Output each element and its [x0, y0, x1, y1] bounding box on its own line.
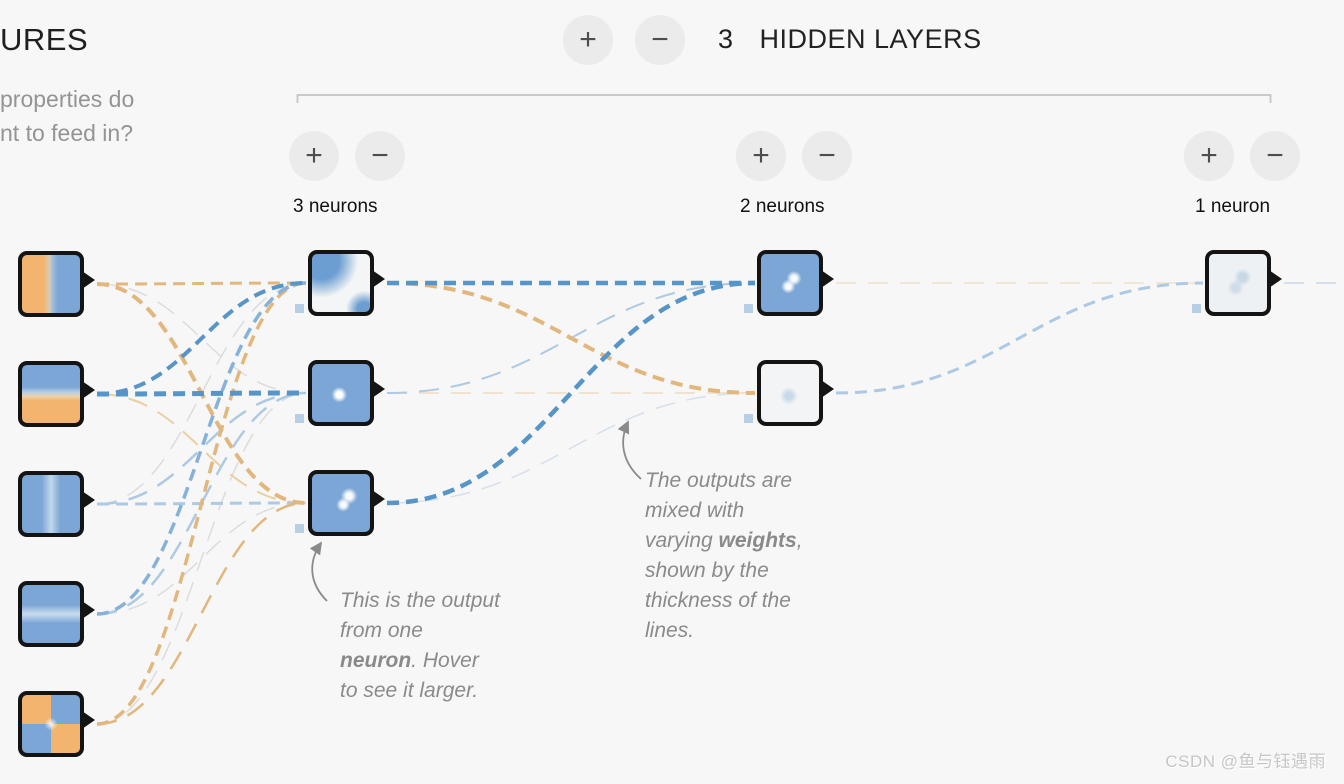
- minus-icon: −: [371, 139, 389, 172]
- annotation-text: mixed with: [645, 499, 745, 522]
- layer3-neuron-count-label: 1 neuron: [1195, 196, 1271, 217]
- annotation-weights: The outputs are mixed with varying weights…: [645, 466, 803, 646]
- hidden-neuron[interactable]: [308, 250, 385, 316]
- layer2-add-neuron-button[interactable]: +: [736, 131, 786, 181]
- features-panel-title: URES: [0, 22, 89, 57]
- bias-square[interactable]: [744, 414, 753, 423]
- annotation-text: thickness of the: [645, 589, 791, 612]
- minus-icon: −: [1266, 139, 1284, 172]
- feature-node[interactable]: [18, 471, 95, 537]
- annotation-text: . Hover: [411, 649, 479, 672]
- hidden-layers-heading: 3 HIDDEN LAYERS: [718, 24, 982, 55]
- node-output-arrow-icon: [372, 490, 385, 508]
- hidden-neuron[interactable]: [1205, 250, 1282, 316]
- layer2-remove-neuron-button[interactable]: −: [802, 131, 852, 181]
- plus-icon: +: [305, 139, 323, 172]
- node-output-arrow-icon: [82, 491, 95, 509]
- remove-hidden-layer-button[interactable]: −: [635, 15, 685, 65]
- features-subtitle-line: nt to feed in?: [0, 120, 133, 146]
- minus-icon: −: [651, 23, 669, 56]
- layer1-remove-neuron-button[interactable]: −: [355, 131, 405, 181]
- plus-icon: +: [579, 23, 597, 56]
- bias-square[interactable]: [295, 304, 304, 313]
- minus-icon: −: [818, 139, 836, 172]
- weight-line[interactable]: [96, 283, 307, 394]
- node-output-arrow-icon: [82, 711, 95, 729]
- annotation-text: neuron: [340, 649, 412, 672]
- weight-line[interactable]: [96, 282, 307, 505]
- node-output-arrow-icon: [372, 270, 385, 288]
- weight-line[interactable]: [96, 281, 307, 286]
- hidden-neuron[interactable]: [757, 250, 834, 316]
- layer1-add-neuron-button[interactable]: +: [289, 131, 339, 181]
- annotation-text: from one: [340, 619, 423, 642]
- hidden-neuron[interactable]: [757, 360, 834, 426]
- layer2-neuron-count-label: 2 neurons: [740, 196, 825, 217]
- plus-icon: +: [1200, 139, 1218, 172]
- weight-line[interactable]: [96, 501, 307, 726]
- annotation-text: lines.: [645, 619, 695, 642]
- weight-line[interactable]: [96, 281, 307, 726]
- weight-line[interactable]: [96, 392, 307, 725]
- node-output-arrow-icon: [372, 380, 385, 398]
- node-output-arrow-icon: [82, 271, 95, 289]
- annotation-text: The outputs are: [645, 469, 793, 492]
- weight-line[interactable]: [386, 392, 756, 504]
- weight-line[interactable]: [386, 280, 756, 506]
- features-panel-subtitle: properties do nt to feed in?: [0, 82, 134, 150]
- annotation-arrow-neuron: [309, 541, 328, 602]
- weight-line[interactable]: [96, 391, 307, 616]
- features-subtitle-line: properties do: [0, 86, 135, 112]
- hidden-layers-bracket: [296, 94, 1272, 103]
- annotation-text: This is the output: [340, 589, 500, 612]
- hidden-neuron[interactable]: [308, 360, 385, 426]
- annotation-neuron-output: This is the output from one neuron. Hover t…: [340, 586, 500, 706]
- watermark: CSDN @鱼与钰遇雨: [1165, 752, 1326, 771]
- bias-square[interactable]: [295, 524, 304, 533]
- feature-node[interactable]: [18, 581, 95, 647]
- node-output-arrow-icon: [82, 381, 95, 399]
- bias-square[interactable]: [295, 414, 304, 423]
- weight-line[interactable]: [96, 393, 307, 504]
- feature-node[interactable]: [18, 691, 95, 757]
- feature-node[interactable]: [18, 251, 95, 317]
- plus-icon: +: [752, 139, 770, 172]
- weight-line[interactable]: [386, 281, 756, 395]
- node-output-arrow-icon: [82, 601, 95, 619]
- hidden-layers-title: HIDDEN LAYERS: [759, 24, 982, 54]
- layer3-remove-neuron-button[interactable]: −: [1250, 131, 1300, 181]
- annotation-text: to see it larger.: [340, 679, 479, 702]
- weight-line[interactable]: [96, 390, 307, 397]
- weight-line[interactable]: [96, 281, 307, 396]
- annotation-text: weights: [718, 529, 797, 552]
- feature-node[interactable]: [18, 361, 95, 427]
- layer3-add-neuron-button[interactable]: +: [1184, 131, 1234, 181]
- annotation-text: ,: [796, 529, 803, 552]
- node-output-arrow-icon: [821, 270, 834, 288]
- bias-square[interactable]: [1192, 304, 1201, 313]
- annotation-text: shown by the: [645, 559, 769, 582]
- weight-line[interactable]: [835, 281, 1204, 395]
- bias-square[interactable]: [744, 304, 753, 313]
- hidden-layers-count: 3: [718, 24, 734, 54]
- annotation-arrow-weights: [617, 420, 642, 480]
- layer1-neuron-count-label: 3 neurons: [293, 196, 378, 217]
- hidden-neuron[interactable]: [308, 470, 385, 536]
- annotation-text: varying: [645, 529, 719, 552]
- weight-line[interactable]: [96, 281, 307, 616]
- node-output-arrow-icon: [821, 380, 834, 398]
- node-output-arrow-icon: [1269, 270, 1282, 288]
- add-hidden-layer-button[interactable]: +: [563, 15, 613, 65]
- weight-line[interactable]: [96, 391, 307, 506]
- weight-line[interactable]: [96, 502, 307, 615]
